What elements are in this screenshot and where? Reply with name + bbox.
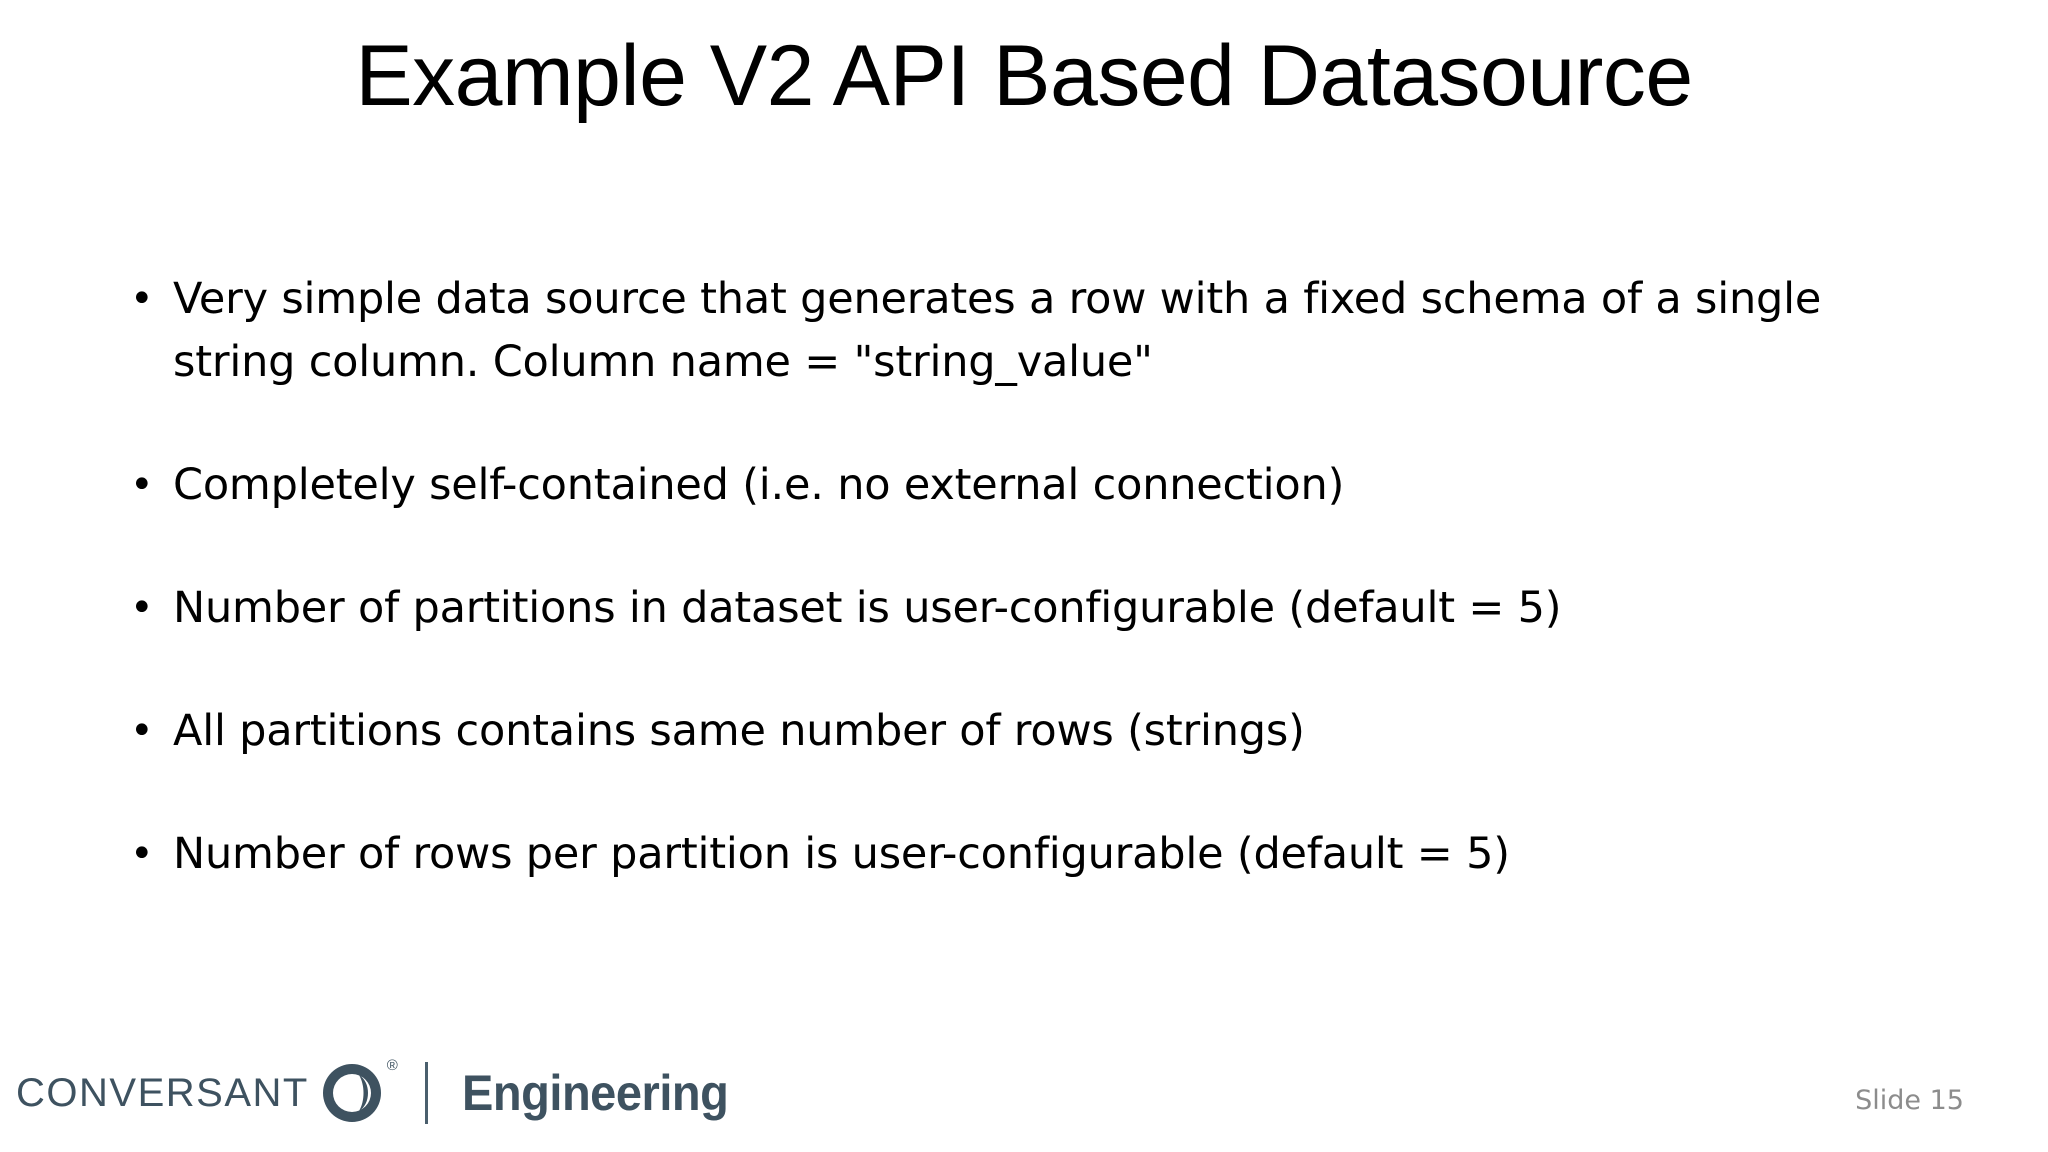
conversant-circle-icon: ® (319, 1058, 398, 1126)
list-item-text: Number of partitions in dataset is user-… (173, 583, 1562, 633)
bullet-point-icon: • (130, 831, 154, 877)
list-item-text: Number of rows per partition is user-con… (173, 829, 1510, 879)
list-item-text: Very simple data source that generates a… (173, 274, 1822, 387)
list-item: • Completely self-contained (i.e. no ext… (118, 454, 1878, 517)
brand-logo: CONVERSANT ® Engineering (16, 1056, 745, 1130)
bullet-list: • Very simple data source that generates… (118, 268, 1878, 886)
brand-divider (424, 1062, 428, 1124)
bullet-point-icon: • (130, 276, 154, 322)
bullet-point-icon: • (130, 462, 154, 508)
list-item: • All partitions contains same number of… (118, 700, 1878, 763)
bullet-point-icon: • (130, 585, 154, 631)
conversant-wordmark: CONVERSANT (16, 1071, 309, 1115)
engineering-wordmark: Engineering (461, 1065, 729, 1121)
list-item-text: Completely self-contained (i.e. no exter… (173, 460, 1345, 510)
slide-footer: CONVERSANT ® Engineering Slide 15 (0, 1022, 2048, 1152)
list-item-text: All partitions contains same number of r… (173, 706, 1305, 756)
list-item: • Number of rows per partition is user-c… (118, 823, 1878, 886)
page-title: Example V2 API Based Datasource (355, 28, 1693, 124)
bullet-point-icon: • (130, 708, 154, 754)
list-item: • Very simple data source that generates… (118, 268, 1878, 394)
list-item: • Number of partitions in dataset is use… (118, 577, 1878, 640)
slide-number-label: Slide 15 (1855, 1085, 1964, 1116)
registered-trademark-icon: ® (386, 1057, 398, 1074)
